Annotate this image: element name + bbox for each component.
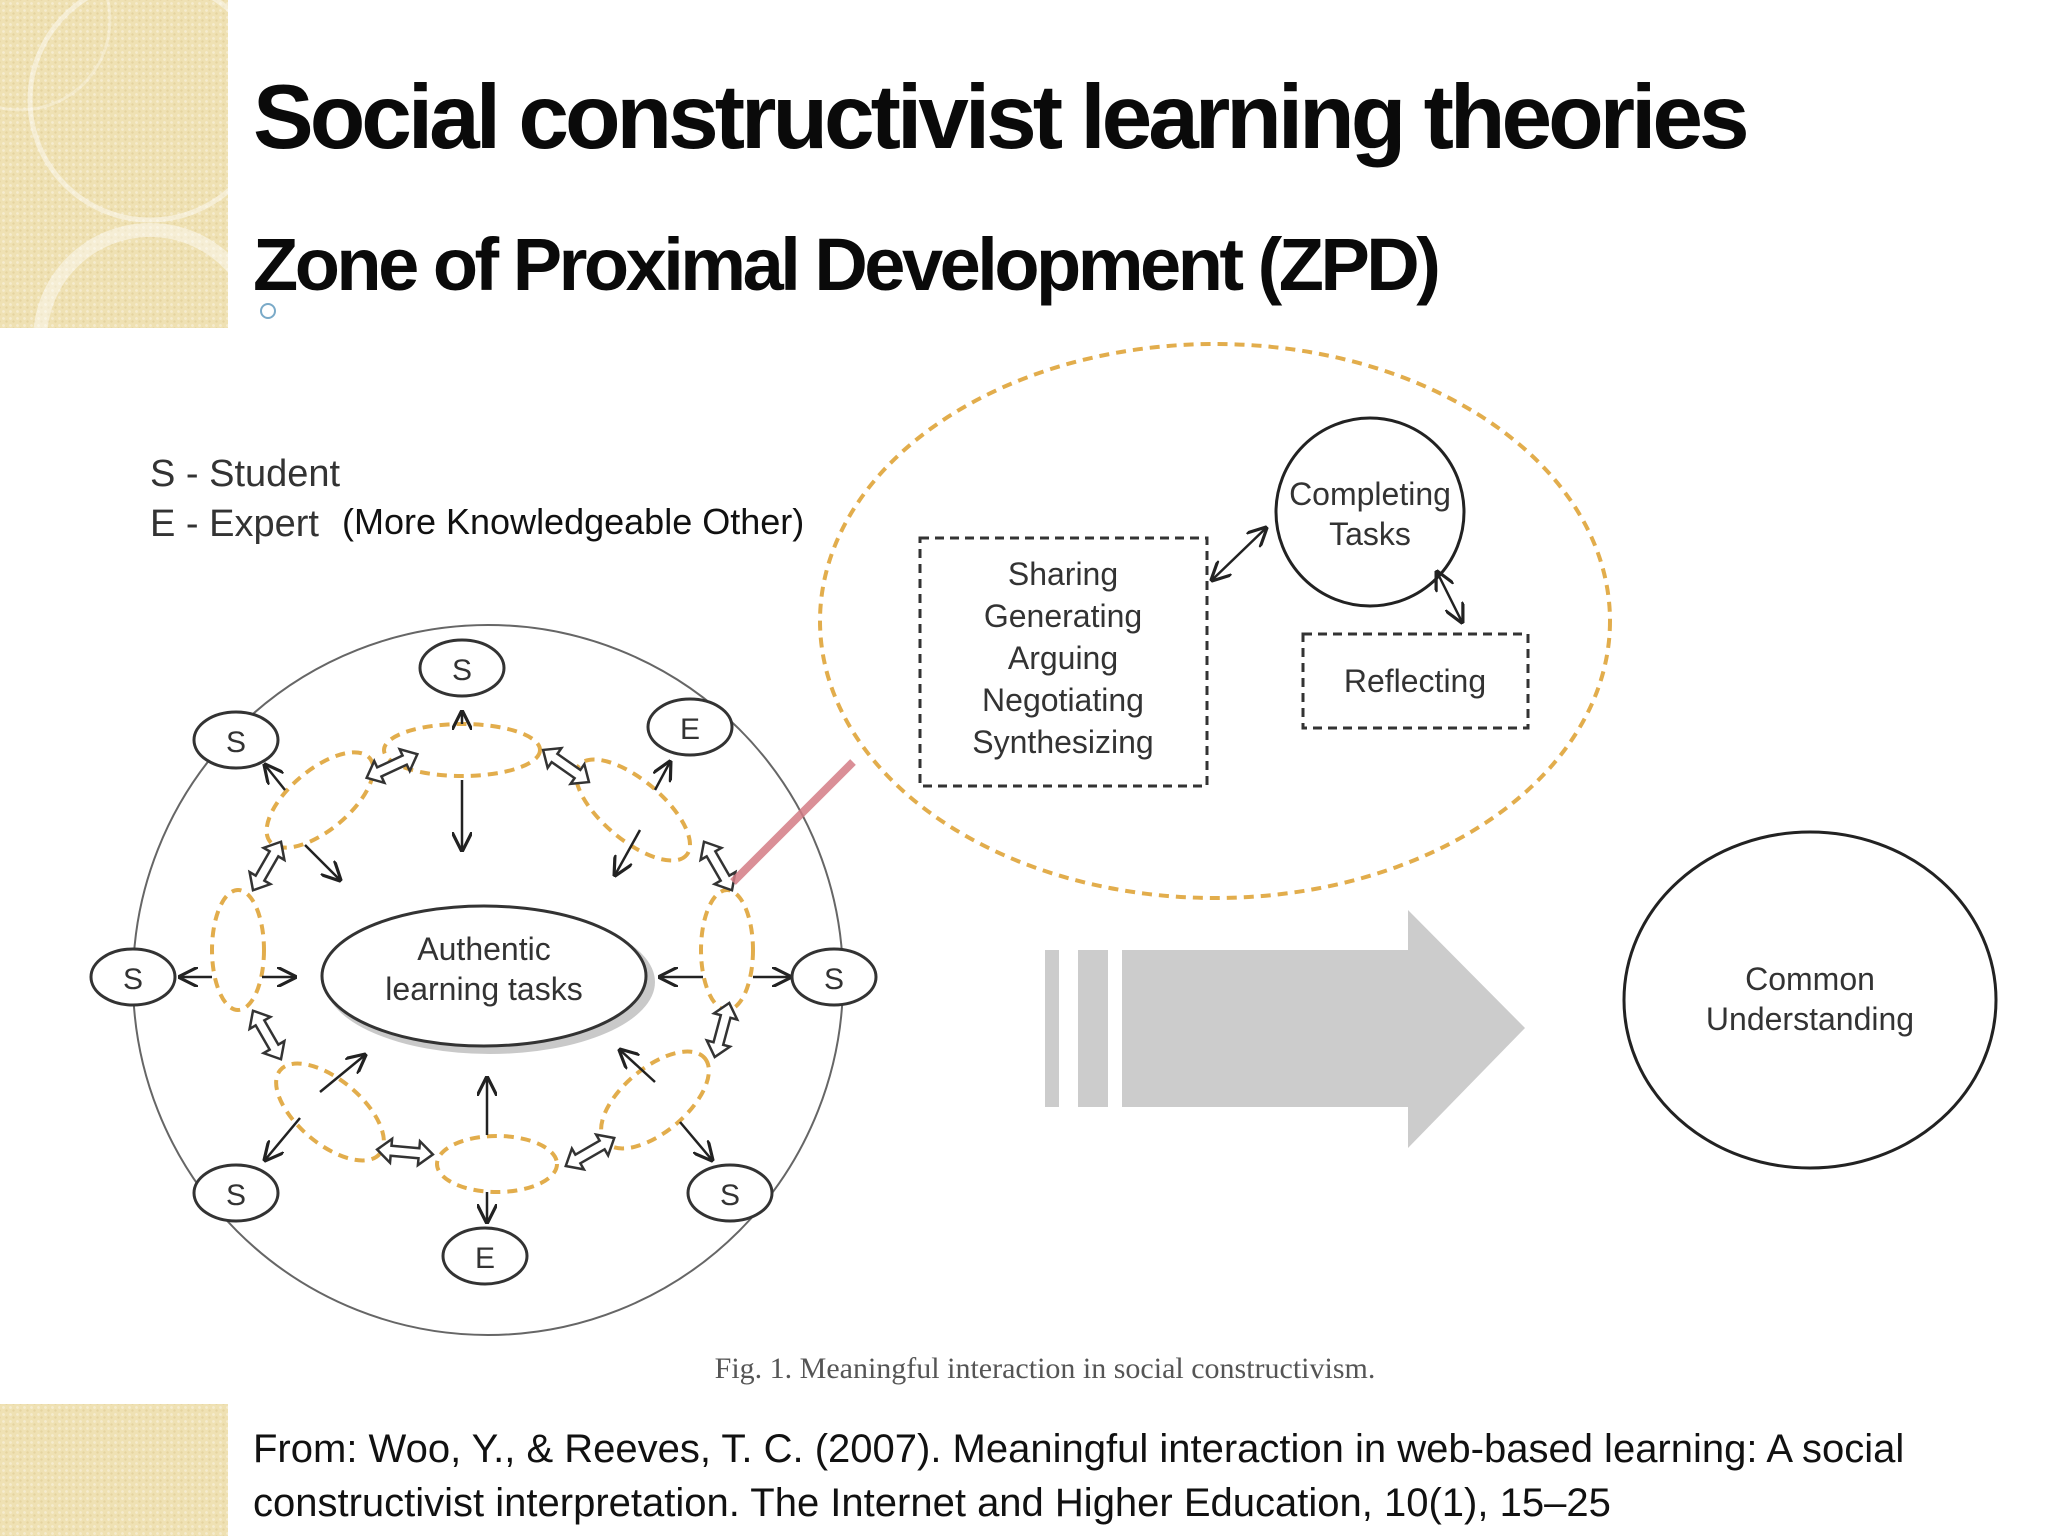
- svg-text:S: S: [824, 963, 844, 996]
- node-e-bottom: E: [441, 1226, 529, 1286]
- svg-text:S: S: [720, 1179, 740, 1212]
- zoom-connector-line: [730, 759, 856, 885]
- activity-generating: Generating: [984, 598, 1142, 634]
- double-arrow-icon: [541, 746, 591, 786]
- slide-subtitle: Zone of Proximal Development (ZPD): [253, 223, 1441, 306]
- arrow-to-center-bottom-left: [319, 1055, 365, 1093]
- arrow-to-s-bottom-left: [265, 1117, 301, 1160]
- ellipse-bottom-left: [274, 1061, 386, 1163]
- activity-negotiating: Negotiating: [982, 682, 1144, 718]
- citation-text: From: Woo, Y., & Reeves, T. C. (2007). M…: [253, 1427, 1905, 1525]
- figure-caption: Fig. 1. Meaningful interaction in social…: [715, 1352, 1376, 1385]
- double-arrow-icon: [564, 1132, 616, 1172]
- arrow-to-e-top-right: [655, 762, 670, 791]
- decorative-swirl-icon: [0, 0, 228, 328]
- decorative-corner-bottom: [0, 1404, 228, 1536]
- node-e-top-right: E: [646, 697, 734, 757]
- common-understanding-circle: [1622, 830, 1998, 1170]
- outcome-label-line2: Understanding: [1706, 1001, 1914, 1037]
- svg-text:E: E: [680, 713, 700, 746]
- ellipse-left: [210, 888, 266, 1012]
- reflecting-label: Reflecting: [1344, 663, 1486, 699]
- activity-synthesizing: Synthesizing: [972, 724, 1153, 760]
- reflecting-box: [1301, 632, 1530, 730]
- legend-student: S - Student: [150, 453, 341, 495]
- node-s-top: S: [418, 638, 506, 698]
- double-arrow-icon: [247, 840, 287, 892]
- bullet-bubble-icon: [260, 303, 276, 319]
- arrow-to-center-bottom-right: [620, 1050, 656, 1083]
- arrow-to-center-top-right: [615, 829, 642, 875]
- svg-text:S: S: [226, 1179, 246, 1212]
- line-arrows: [180, 712, 790, 1222]
- center-label-line1: Authentic: [417, 931, 550, 967]
- completing-label-line1: Completing: [1289, 476, 1451, 512]
- node-s-top-left: S: [192, 710, 280, 770]
- node-s-bottom-right: S: [686, 1163, 774, 1223]
- legend-expert-note: (More Knowledgeable Other): [342, 501, 804, 542]
- double-arrows: [247, 746, 740, 1172]
- completing-tasks-circle: [1274, 416, 1466, 608]
- ellipse-bottom: [435, 1134, 559, 1194]
- ellipse-top-left: [264, 750, 376, 850]
- outcome-label-line1: Common: [1745, 961, 1875, 997]
- arrow-completing-reflecting: [1437, 572, 1462, 622]
- double-arrow-icon: [375, 1136, 435, 1168]
- decorative-corner-top: [0, 0, 228, 328]
- double-arrow-icon: [704, 1001, 740, 1059]
- activity-sharing: Sharing: [1008, 556, 1118, 592]
- slide-title: Social constructivist learning theories: [253, 67, 1750, 168]
- arrow-to-center-top-left: [304, 844, 340, 880]
- activities-box: [918, 536, 1209, 788]
- svg-text:E: E: [475, 1242, 495, 1275]
- arrow-activities-completing: [1212, 528, 1266, 580]
- double-arrow-icon: [247, 1009, 287, 1061]
- arrow-to-s-top-left: [265, 765, 286, 791]
- center-task-ellipse: [320, 904, 648, 1048]
- legend-expert: E - Expert: [150, 503, 319, 545]
- ellipse-top-right: [574, 757, 692, 863]
- ellipse-right: [699, 888, 755, 1012]
- activity-arguing: Arguing: [1008, 640, 1118, 676]
- node-s-right: S: [790, 947, 878, 1007]
- completing-label-line2: Tasks: [1329, 516, 1411, 552]
- zoom-ellipse: [818, 342, 1612, 900]
- svg-text:S: S: [123, 963, 143, 996]
- progress-arrow-icon: [1045, 910, 1525, 1148]
- double-arrow-icon: [364, 747, 420, 785]
- center-label-line2: learning tasks: [385, 971, 582, 1007]
- svg-text:S: S: [226, 726, 246, 759]
- node-s-left: S: [89, 947, 177, 1007]
- node-s-bottom-left: S: [192, 1163, 280, 1223]
- svg-text:S: S: [452, 654, 472, 687]
- double-arrow-icon: [698, 840, 738, 892]
- arrow-to-s-bottom-right: [679, 1121, 712, 1160]
- participant-nodes: S S E S S S S E: [89, 638, 878, 1286]
